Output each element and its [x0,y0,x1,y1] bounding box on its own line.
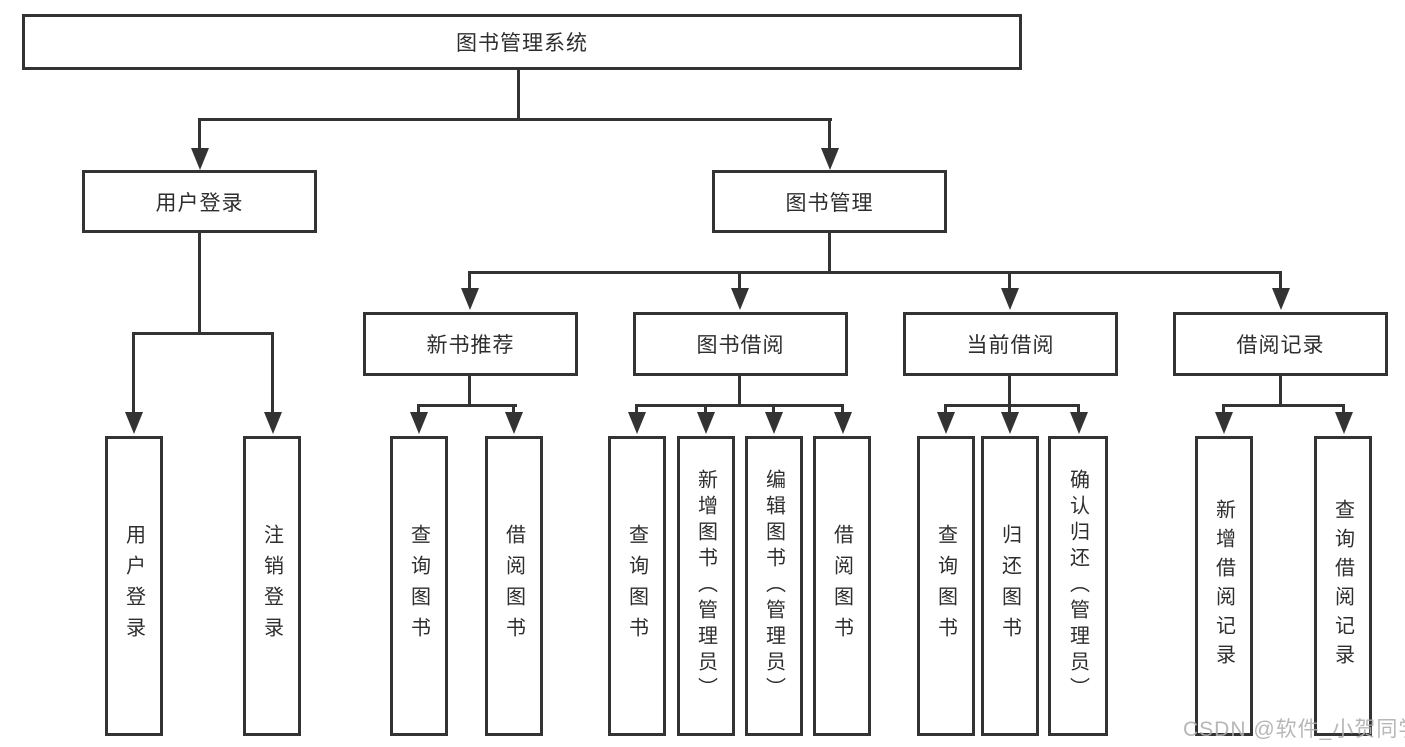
node-root-label: 图书管理系统 [456,32,588,55]
node-current-borrow-label: 当前借阅 [966,334,1055,357]
leaf-br-query-record-label: 查询借阅记录 [1331,499,1354,673]
leaf-bb-query-book-label: 查询图书 [625,524,648,648]
connector-line [738,271,741,290]
arrow-down-icon [410,412,428,434]
connector-line [704,404,707,414]
connector-line [517,68,520,121]
arrow-down-icon [765,412,783,434]
leaf-cb-return-book: 归还图书 [981,436,1039,736]
connector-line [828,232,831,274]
arrow-down-icon [821,148,839,170]
node-book-management: 图书管理 [712,170,947,233]
node-book-borrow-label: 图书借阅 [696,334,785,357]
node-book-management-label: 图书管理 [785,191,874,215]
connector-line [1008,404,1011,414]
leaf-nb-borrow-book-label: 借阅图书 [502,524,525,648]
leaf-cb-confirm-return-admin: 确认归还（管理员） [1048,436,1108,736]
leaf-cb-confirm-return-admin-label: 确认归还（管理员） [1066,469,1089,703]
arrow-down-icon [461,288,479,310]
node-borrow-record-label: 借阅记录 [1236,334,1325,357]
arrow-down-icon [731,288,749,310]
leaf-br-add-record: 新增借阅记录 [1195,436,1253,736]
arrow-down-icon [264,412,282,434]
connector-line [841,404,844,414]
leaf-nb-query-book-label: 查询图书 [407,524,430,648]
node-new-book-recommend: 新书推荐 [363,312,578,376]
arrow-down-icon [1335,412,1353,434]
arrow-down-icon [697,412,715,434]
connector-line [198,232,201,335]
csdn-watermark: CSDN @软件_小贺同学 [1183,718,1405,741]
leaf-logout: 注销登录 [243,436,301,736]
arrow-down-icon [1215,412,1233,434]
leaf-logout-label: 注销登录 [260,524,283,648]
node-current-borrow: 当前借阅 [903,312,1118,376]
connector-line [198,118,832,121]
arrow-down-icon [937,412,955,434]
node-book-borrow: 图书借阅 [633,312,848,376]
connector-line [1008,271,1011,290]
leaf-br-add-record-label: 新增借阅记录 [1212,499,1235,673]
connector-line [635,404,638,414]
connector-line [1077,404,1080,414]
connector-line [1008,375,1011,407]
connector-line [132,332,135,414]
node-user-login-label: 用户登录 [155,191,244,215]
connector-line [468,271,471,290]
leaf-user-login: 用户登录 [105,436,163,736]
leaf-cb-query-book: 查询图书 [917,436,975,736]
leaf-bb-borrow-book-label: 借阅图书 [830,524,853,648]
node-user-login: 用户登录 [82,170,317,233]
connector-line [417,404,517,407]
connector-line [512,404,515,414]
leaf-nb-borrow-book: 借阅图书 [485,436,543,736]
leaf-bb-edit-book-admin: 编辑图书（管理员） [745,436,803,736]
arrow-down-icon [1001,288,1019,310]
leaf-bb-add-book-admin: 新增图书（管理员） [677,436,735,736]
leaf-cb-return-book-label: 归还图书 [998,524,1021,648]
connector-line [468,271,1282,274]
connector-line [271,332,274,414]
arrow-down-icon [1070,412,1088,434]
arrow-down-icon [834,412,852,434]
connector-line [944,404,947,414]
connector-line [132,332,274,335]
arrow-down-icon [1272,288,1290,310]
connector-line [635,404,844,407]
connector-line [1222,404,1345,407]
arrow-down-icon [125,412,143,434]
connector-line [468,375,471,407]
connector-line [944,404,1080,407]
leaf-user-login-label: 用户登录 [122,524,145,648]
leaf-nb-query-book: 查询图书 [390,436,448,736]
leaf-bb-add-book-admin-label: 新增图书（管理员） [694,469,717,703]
node-borrow-record: 借阅记录 [1173,312,1388,376]
connector-line [738,375,741,407]
arrow-down-icon [1001,412,1019,434]
connector-line [772,404,775,414]
arrow-down-icon [191,148,209,170]
leaf-cb-query-book-label: 查询图书 [934,524,957,648]
connector-line [1222,404,1225,414]
node-root: 图书管理系统 [22,14,1022,70]
connector-line [1342,404,1345,414]
arrow-down-icon [505,412,523,434]
connector-line [828,118,831,150]
leaf-br-query-record: 查询借阅记录 [1314,436,1372,736]
leaf-bb-edit-book-admin-label: 编辑图书（管理员） [762,469,785,703]
connector-line [198,118,201,150]
leaf-bb-borrow-book: 借阅图书 [813,436,871,736]
arrow-down-icon [628,412,646,434]
connector-line [1279,271,1282,290]
leaf-bb-query-book: 查询图书 [608,436,666,736]
node-new-book-recommend-label: 新书推荐 [426,334,515,357]
connector-line [417,404,420,414]
connector-line [1279,375,1282,407]
